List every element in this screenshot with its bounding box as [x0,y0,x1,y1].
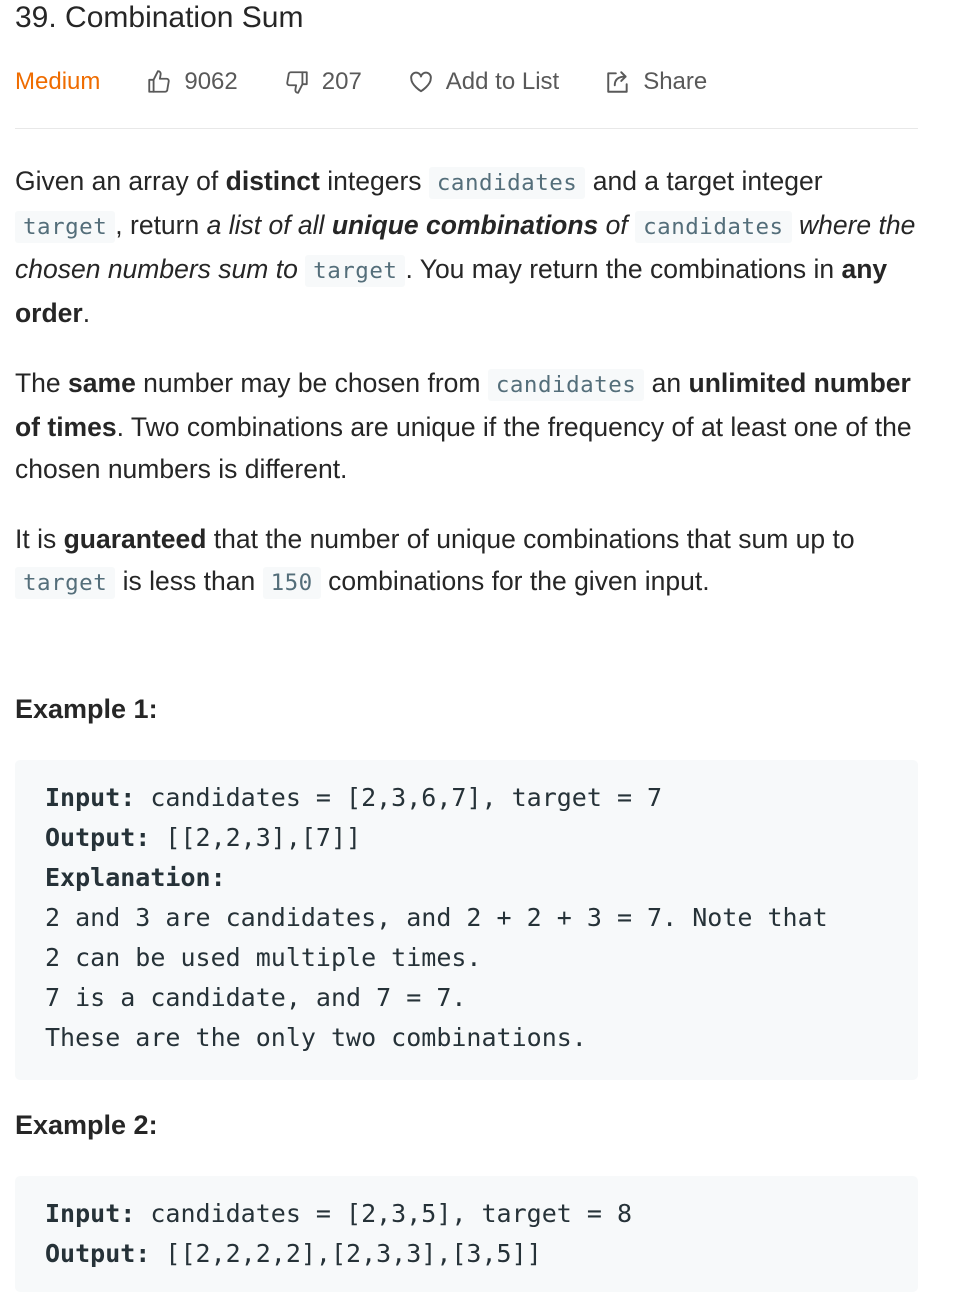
bold-text: any order [15,254,888,328]
inline-code: 150 [262,567,321,599]
inline-code: target [305,255,406,287]
text: combinations for the given input. [320,566,710,596]
bold-text: unlimited number of times [15,368,911,442]
problem-meta-bar: Medium 9062 207 Add to List [15,62,753,102]
inline-code: candidates [428,167,586,199]
description-paragraph-2: The same number may be chosen from candi… [15,362,918,490]
header-divider [15,128,918,129]
code-text: candidates = [2,3,6,7], target = 7 [135,783,663,812]
text: Given an array of [15,166,226,196]
bold-italic-text: unique combinations [331,210,599,240]
example-1-title: Example 1: [15,694,158,724]
text: an [644,368,689,398]
code-label: Output: [45,1239,151,1268]
thumbs-up-icon [148,70,171,93]
code-label: Explanation: [45,863,226,892]
bold-text: distinct [225,166,320,196]
code-label: Input: [45,783,136,812]
bold-text: guaranteed [63,524,207,554]
problem-page: 39. Combination Sum Medium 9062 207 Add … [15,0,918,1292]
text: integers [319,166,429,196]
inline-code: target [15,211,116,243]
code-text: candidates = [2,3,5], target = 8 [135,1199,633,1228]
text: . Two combinations are unique if the fre… [15,412,912,484]
dislike-count: 207 [321,68,362,95]
text: number may be chosen from [135,368,488,398]
bold-text: same [68,368,136,398]
text: that the number of unique combinations t… [206,524,855,554]
text: . You may return the combinations in [405,254,842,284]
code-text: 2 can be used multiple times. [45,943,482,972]
description-paragraph-3: It is guaranteed that the number of uniq… [15,518,918,604]
thumbs-down-icon [286,71,308,94]
like-button[interactable]: 9062 [146,68,238,96]
text: The [15,368,69,398]
italic-text: of [598,210,636,240]
code-label: Input: [45,1199,136,1228]
text: is less than [115,566,263,596]
share-button[interactable]: Share [605,68,707,96]
code-text: [[2,2,3],[7]] [150,823,362,852]
italic-text: where the chosen numbers sum to [15,210,916,284]
code-text: 7 is a candidate, and 7 = 7. [45,983,467,1012]
difficulty-badge: Medium [15,68,101,95]
like-count: 9062 [184,68,238,95]
problem-description: Given an array of distinct integers cand… [15,160,918,632]
add-to-list-label: Add to List [445,68,560,95]
inline-code: candidates [635,211,792,243]
text: . [82,298,91,328]
example-2-block: Input: candidates = [2,3,5], target = 8 … [15,1176,918,1292]
inline-code: target [15,567,116,599]
share-label: Share [643,68,708,95]
code-label: Output: [45,823,151,852]
share-icon [607,71,628,93]
description-paragraph-1: Given an array of distinct integers cand… [15,160,918,334]
text: , return [115,210,207,240]
text: It is [15,524,64,554]
add-to-list-button[interactable]: Add to List [408,68,559,96]
dislike-button[interactable]: 207 [284,68,362,96]
italic-text: a list of all [206,210,332,240]
inline-code: candidates [487,369,645,401]
code-text: These are the only two combinations. [45,1023,587,1052]
example-2-title: Example 2: [15,1110,158,1140]
code-text: [[2,2,2,2],[2,3,3],[3,5]] [150,1239,542,1268]
text: and a target integer [585,166,823,196]
example-1-block: Input: candidates = [2,3,6,7], target = … [15,760,918,1080]
code-text: 2 and 3 are candidates, and 2 + 2 + 3 = … [45,903,828,932]
problem-title: 39. Combination Sum [15,1,304,34]
heart-icon [410,71,432,93]
